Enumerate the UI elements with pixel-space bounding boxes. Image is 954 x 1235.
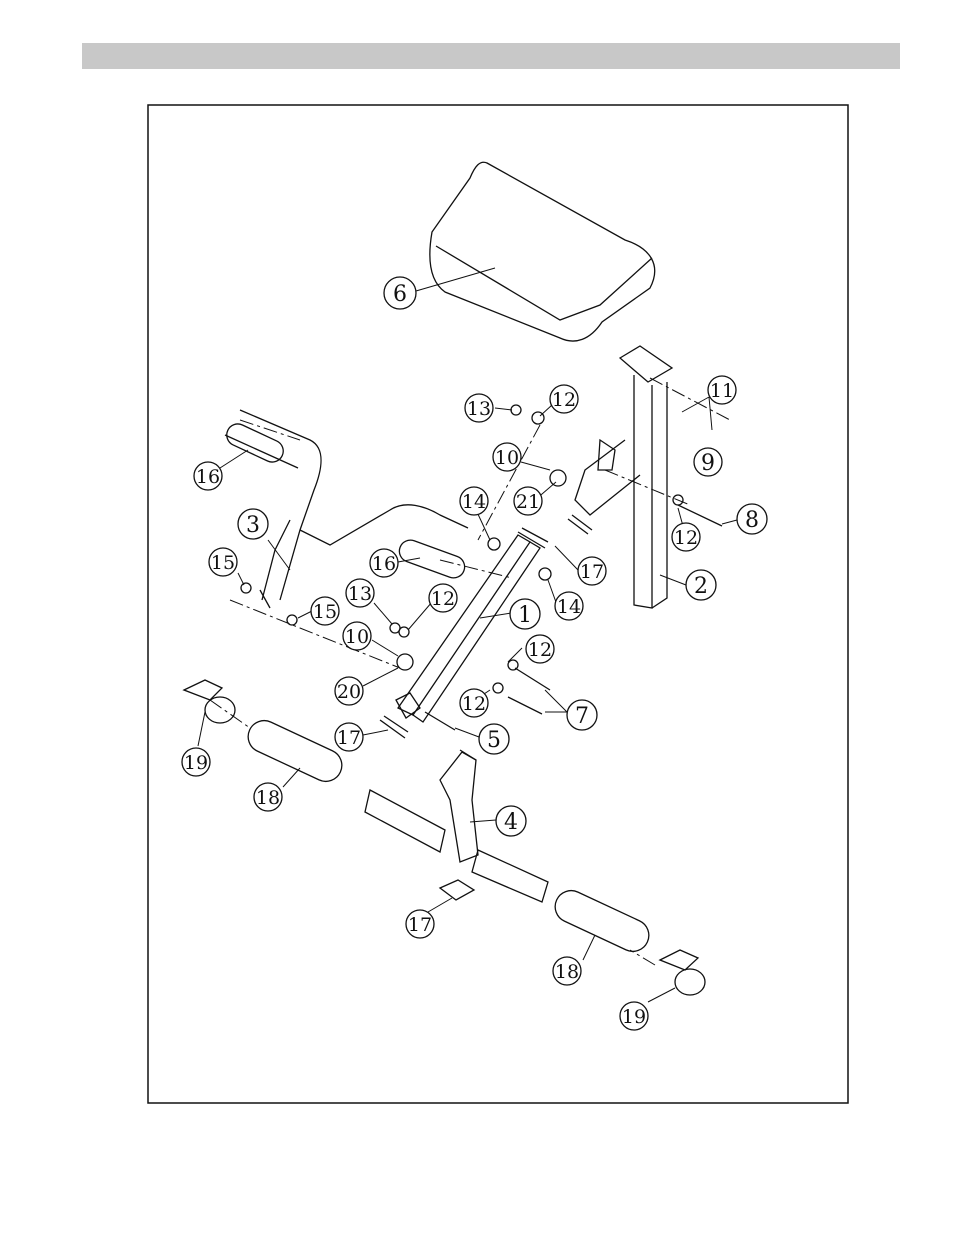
callout-label: 11: [710, 380, 734, 402]
callout-11: 11: [708, 376, 736, 404]
callout-3: 3: [238, 509, 268, 539]
callout-label: 12: [552, 389, 576, 411]
callout-13: 13: [346, 579, 374, 607]
callout-8: 8: [737, 504, 767, 534]
callout-label: 16: [372, 553, 396, 575]
collar-right: [660, 950, 705, 995]
callout-label: 18: [256, 787, 280, 809]
bushing-15-left: [241, 583, 251, 593]
callout-17: 17: [578, 557, 606, 585]
callout-label: 19: [622, 1006, 646, 1028]
callout-label: 12: [431, 588, 455, 610]
bushing-21: [550, 470, 566, 486]
callout-20: 20: [335, 677, 363, 705]
handle-frame: [225, 410, 468, 608]
callout-2: 2: [686, 570, 716, 600]
callout-label: 17: [337, 727, 361, 749]
callout-19: 19: [182, 748, 210, 776]
bolt-upper: [515, 668, 550, 690]
callout-12: 12: [526, 635, 554, 663]
collar-left: [184, 680, 235, 723]
washer-12-lower: [399, 627, 409, 637]
callout-21: 21: [514, 487, 542, 515]
callout-12: 12: [550, 385, 578, 413]
callout-14: 14: [460, 487, 488, 515]
washer-12-bolt-upper: [508, 660, 518, 670]
pop-pin: [425, 712, 455, 730]
nylon-washer-14-lower: [539, 568, 551, 580]
callout-label: 14: [557, 596, 581, 618]
callout-5: 5: [479, 724, 509, 754]
callout-10: 10: [493, 443, 521, 471]
header-bar: [82, 43, 900, 69]
callout-10: 10: [343, 622, 371, 650]
bolt-lower: [508, 697, 542, 714]
callout-9: 9: [694, 448, 722, 476]
callout-16: 16: [194, 462, 222, 490]
callout-19: 19: [620, 1002, 648, 1030]
nut-13-upper: [511, 405, 521, 415]
callout-15: 15: [209, 548, 237, 576]
callout-4: 4: [496, 806, 526, 836]
diagram-border: [148, 105, 848, 1103]
callout-13: 13: [465, 394, 493, 422]
callout-12: 12: [429, 584, 457, 612]
spring-clip-post: [568, 515, 592, 534]
exploded-parts-diagram: 6 11 13 12 10 9 21 16 14 8 12 3 16 17 2 …: [138, 103, 850, 1105]
washer-12-bolt-lower: [493, 683, 503, 693]
callout-14: 14: [555, 592, 583, 620]
callout-label: 13: [467, 398, 491, 420]
callout-label: 4: [504, 810, 518, 835]
callout-15: 15: [311, 597, 339, 625]
axle-tube: [365, 790, 548, 902]
callout-label: 12: [528, 639, 552, 661]
callout-label: 2: [694, 574, 708, 599]
callout-label: 5: [487, 728, 501, 753]
callout-label: 10: [495, 447, 519, 469]
callout-label: 10: [345, 626, 369, 648]
end-roller-right: [550, 885, 654, 956]
seat-pad: [430, 162, 655, 341]
end-roller-left: [243, 715, 347, 786]
callout-label: 12: [674, 527, 698, 549]
callout-label: 21: [516, 491, 540, 513]
foam-roller-middle: [396, 537, 467, 581]
callout-18: 18: [254, 783, 282, 811]
callout-17: 17: [335, 723, 363, 751]
callout-16: 16: [370, 549, 398, 577]
callout-6: 6: [384, 277, 416, 309]
callout-label: 18: [555, 961, 579, 983]
spring-clip-lower: [380, 716, 408, 738]
callout-18: 18: [553, 957, 581, 985]
callout-12: 12: [672, 523, 700, 551]
callout-label: 17: [580, 561, 604, 583]
callout-label: 15: [313, 601, 337, 623]
callout-17: 17: [406, 910, 434, 938]
callout-1: 1: [510, 599, 540, 629]
callout-label: 15: [211, 552, 235, 574]
callout-label: 20: [337, 681, 361, 703]
callout-label: 8: [745, 508, 759, 533]
parts-drawing: [184, 162, 722, 995]
callout-label: 1: [518, 603, 532, 628]
callout-label: 13: [348, 583, 372, 605]
callout-label: 9: [701, 451, 715, 476]
callout-label: 19: [184, 752, 208, 774]
callout-label: 14: [462, 491, 486, 513]
callout-label: 16: [196, 466, 220, 488]
diagram-frame: 6 11 13 12 10 9 21 16 14 8 12 3 16 17 2 …: [138, 103, 850, 1105]
callout-label: 3: [246, 513, 260, 538]
callout-7: 7: [567, 700, 597, 730]
callout-12: 12: [460, 689, 488, 717]
callout-label: 6: [393, 282, 407, 307]
callout-label: 17: [408, 914, 432, 936]
base-bracket: [440, 750, 478, 862]
callout-label: 7: [575, 704, 589, 729]
square-end-cap: [440, 880, 474, 900]
callout-label: 12: [462, 693, 486, 715]
